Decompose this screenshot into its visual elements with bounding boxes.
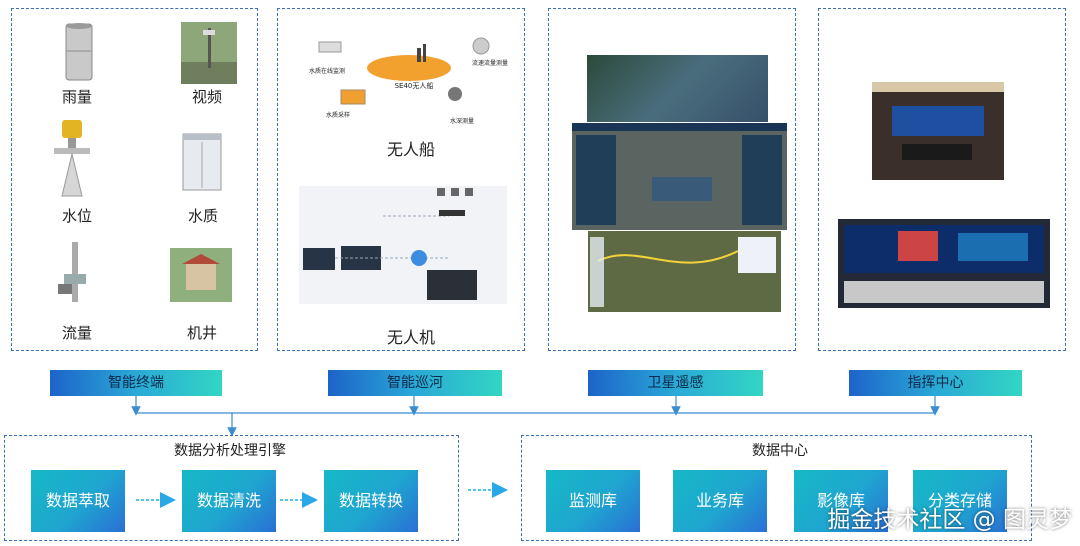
tag-command-center: 指挥中心	[849, 370, 1022, 396]
step-extraction: 数据萃取	[31, 470, 125, 532]
flow-label: 流量	[61, 324, 92, 342]
datacenter-title: 数据中心	[752, 443, 808, 459]
boat-part-se40: SE40无人船	[394, 82, 434, 90]
arrow-clean-to-transform	[280, 492, 318, 508]
drone-label: 无人机	[386, 328, 435, 347]
well-house-icon	[170, 248, 232, 302]
flow-meter-icon	[52, 240, 98, 308]
command-panel	[818, 8, 1066, 351]
satellite-map-image	[588, 231, 781, 312]
rain-gauge-icon	[62, 22, 96, 84]
tag-smart-patrol: 智能巡河	[328, 370, 502, 396]
store-monitoring: 监测库	[546, 470, 640, 532]
step-cleaning: 数据清洗	[182, 470, 276, 532]
command-room-image	[872, 82, 1004, 180]
store-business: 业务库	[673, 470, 767, 532]
water-level-label: 水位	[61, 207, 92, 225]
video-camera-pole-icon	[181, 22, 237, 84]
step-transformation: 数据转换	[324, 470, 418, 532]
watermark: 掘金技术社区 @ 图灵梦	[827, 507, 1072, 533]
patrol-panel	[277, 8, 525, 351]
arrow-extract-to-clean	[136, 492, 176, 508]
boat-part-water-sampling: 水质采样	[325, 112, 350, 119]
unmanned-boat-illustration	[305, 32, 513, 122]
terminal-panel	[11, 8, 258, 351]
boat-part-water-quality-online: 水质在线监测	[308, 68, 345, 75]
rain-gauge-label: 雨量	[61, 88, 92, 106]
satellite-terrain-image	[587, 55, 768, 122]
water-quality-label: 水质	[187, 207, 218, 225]
control-room-image	[838, 219, 1050, 308]
arrow-engine-to-datacenter	[468, 482, 508, 498]
boat-label: 无人船	[386, 140, 435, 159]
store-classified: 分类存储	[913, 470, 1007, 532]
water-quality-station-icon	[181, 130, 223, 192]
radar-level-sensor-icon	[48, 118, 96, 200]
boat-part-depth-measurement: 水深测量	[449, 118, 474, 125]
video-label: 视频	[191, 88, 222, 106]
store-imagery: 影像库	[794, 470, 888, 532]
boat-part-flow-measurement: 流速流量测量	[471, 60, 508, 67]
tag-satellite-sensing: 卫星遥感	[588, 370, 763, 396]
tag-smart-terminal: 智能终端	[50, 370, 222, 396]
drone-system-illustration	[299, 186, 507, 304]
engine-panel	[4, 435, 459, 541]
well-label: 机井	[186, 324, 217, 342]
satellite-panel	[548, 8, 796, 351]
datacenter-panel	[521, 435, 1032, 541]
engine-title: 数据分析处理引擎	[174, 443, 286, 459]
remote-sensing-dashboard-image	[572, 123, 787, 230]
